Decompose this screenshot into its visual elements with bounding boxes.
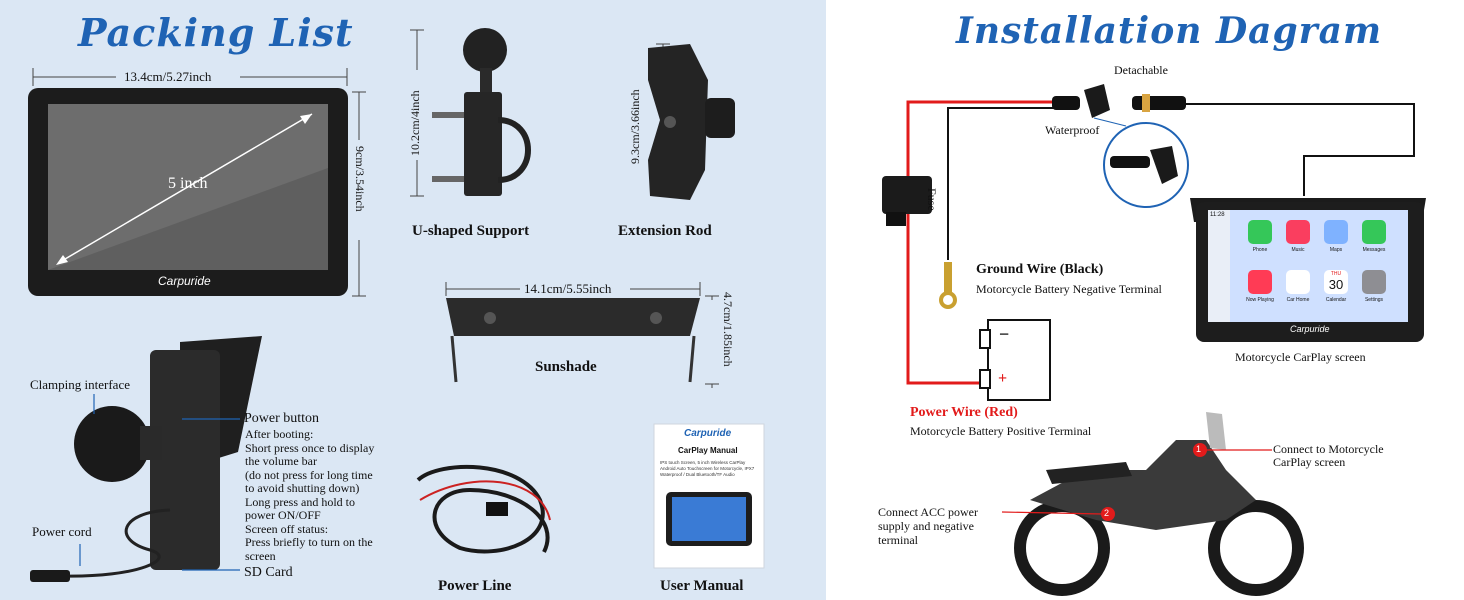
connectors bbox=[1052, 84, 1186, 118]
pb-line: Press briefly to turn on the bbox=[245, 535, 373, 549]
screen-brand-logo: Carpuride bbox=[158, 274, 211, 288]
sunshade-image bbox=[446, 298, 700, 383]
manual-brand: Carpuride bbox=[684, 428, 732, 439]
packing-graphics bbox=[28, 28, 765, 582]
extension-rod-image bbox=[648, 44, 735, 200]
user-manual-label: User Manual bbox=[660, 578, 744, 594]
side-callout-lines bbox=[79, 394, 240, 571]
user-manual-image bbox=[653, 423, 765, 569]
calendar-day: THU bbox=[1330, 271, 1342, 277]
screen-device-image bbox=[28, 88, 348, 296]
app-label-phone: Phone bbox=[1252, 247, 1268, 253]
app-label-now-playing: Now Playing bbox=[1246, 297, 1274, 303]
power-cord-label: Power cord bbox=[32, 524, 92, 539]
connect-screen-line1: Connect to Motorcycle bbox=[1273, 442, 1384, 456]
carplay-app-icons bbox=[1248, 220, 1386, 294]
u-support-dimension bbox=[410, 29, 424, 197]
screen-width-dimension bbox=[32, 68, 348, 86]
u-support-image bbox=[432, 28, 531, 196]
battery bbox=[979, 319, 1051, 401]
clamping-interface-label: Clamping interface bbox=[30, 377, 130, 392]
screen-time: 11:28 bbox=[1210, 212, 1225, 218]
extension-rod-label: Extension Rod bbox=[618, 223, 712, 239]
connect-acc-line1: Connect ACC power bbox=[878, 505, 978, 519]
sunshade-width-label: 14.1cm/5.55inch bbox=[524, 281, 612, 296]
sunshade-height-label: 4.7cm/1.85inch bbox=[721, 292, 735, 367]
callout-markers bbox=[1101, 443, 1207, 521]
extension-rod-dimension-label: 9.3cm/3.66inch bbox=[628, 89, 642, 164]
ground-wire-subtitle: Motorcycle Battery Negative Terminal bbox=[976, 282, 1162, 296]
marker-2: 2 bbox=[1104, 508, 1110, 518]
installation-panel: Installation Dagram bbox=[826, 0, 1464, 600]
ground-wire-title: Ground Wire (Black) bbox=[976, 262, 1104, 277]
motorcycle-callout-lines bbox=[1001, 449, 1272, 515]
battery-minus-sign: − bbox=[999, 324, 1010, 344]
motorcycle-image bbox=[1014, 412, 1304, 596]
u-support-label: U-shaped Support bbox=[412, 223, 530, 239]
ground-terminal bbox=[939, 262, 957, 309]
power-button-description: After booting: Short press once to displ… bbox=[245, 427, 375, 563]
screen-height-dimension bbox=[352, 91, 366, 297]
connect-acc-line3: terminal bbox=[878, 533, 918, 547]
carplay-screen-device bbox=[1190, 198, 1426, 342]
pb-line: After booting: bbox=[245, 427, 314, 441]
pb-line: the volume bar bbox=[245, 454, 317, 468]
screen-caption: Motorcycle CarPlay screen bbox=[1235, 350, 1366, 364]
manual-title: CarPlay Manual bbox=[678, 446, 738, 455]
calendar-date: 30 bbox=[1328, 277, 1344, 292]
connect-screen-line2: CarPlay screen bbox=[1273, 455, 1346, 469]
screen-height-label: 9cm/3.54inch bbox=[353, 146, 367, 212]
sd-card-label: SD Card bbox=[244, 565, 293, 580]
wiring-lines bbox=[906, 100, 1415, 385]
screen-brand-logo-install: Carpuride bbox=[1290, 324, 1330, 334]
power-wire-title: Power Wire (Red) bbox=[910, 405, 1018, 420]
packing-list-panel: Packing List bbox=[0, 0, 826, 600]
packing-list-title: Packing List bbox=[78, 10, 354, 55]
pb-line: screen bbox=[245, 548, 276, 563]
screen-width-label: 13.4cm/5.27inch bbox=[124, 69, 212, 84]
fuse-label: Fuse bbox=[925, 188, 939, 211]
app-label-messages: Messages bbox=[1362, 247, 1386, 253]
detachable-label: Detachable bbox=[1114, 63, 1168, 77]
sunshade-label: Sunshade bbox=[535, 359, 597, 375]
pb-line: Long press and hold to bbox=[245, 494, 355, 509]
side-view-image bbox=[30, 336, 262, 582]
u-support-dimension-label: 10.2cm/4inch bbox=[408, 90, 422, 156]
power-button-label: Power button bbox=[244, 411, 320, 426]
power-wire-subtitle: Motorcycle Battery Positive Terminal bbox=[910, 424, 1092, 438]
installation-graphics bbox=[882, 84, 1426, 596]
app-label-car-home: Car Home bbox=[1286, 297, 1310, 303]
marker-1: 1 bbox=[1196, 444, 1202, 454]
installation-title: Installation Dagram bbox=[956, 10, 1383, 52]
pb-line: Short press once to display bbox=[245, 440, 375, 455]
app-label-settings: Settings bbox=[1364, 297, 1384, 303]
battery-plus-sign: + bbox=[998, 370, 1008, 387]
fuse-holder bbox=[882, 176, 932, 226]
connect-acc-line2: supply and negative bbox=[878, 519, 974, 533]
pb-line: Screen off status: bbox=[245, 521, 329, 536]
power-line-image bbox=[416, 464, 551, 554]
power-line-label: Power Line bbox=[438, 578, 512, 594]
waterproof-detail bbox=[1103, 122, 1189, 208]
app-label-music: Music bbox=[1291, 247, 1305, 253]
waterproof-label: Waterproof bbox=[1045, 123, 1100, 137]
app-label-calendar: Calendar bbox=[1325, 297, 1347, 303]
manual-subtitle: IPS touch Screen, 5 inch Wireless CarPla… bbox=[660, 460, 755, 477]
sunshade-dimension bbox=[445, 282, 719, 388]
screen-diagonal-label: 5 inch bbox=[168, 175, 208, 192]
pb-line: power ON/OFF bbox=[245, 508, 321, 522]
pb-line: (do not press for long time bbox=[245, 467, 373, 482]
pb-line: to avoid shutting down) bbox=[245, 481, 360, 495]
app-label-maps: Maps bbox=[1329, 247, 1343, 253]
